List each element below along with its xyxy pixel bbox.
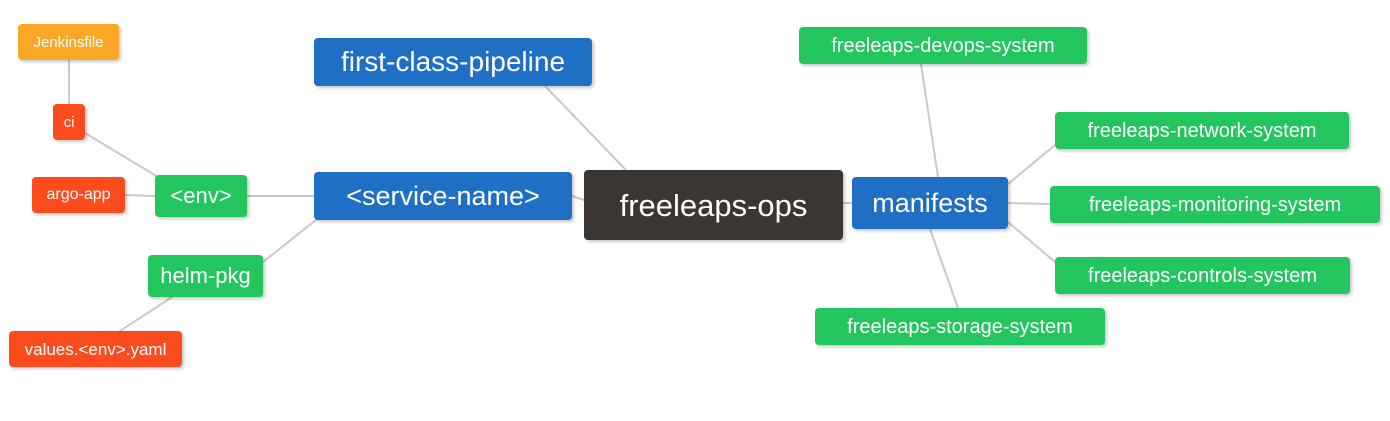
edge-manifests-devops <box>920 63 939 178</box>
edge-pipeline-ops <box>544 85 627 171</box>
edge-manifests-monitoring <box>1007 202 1051 205</box>
node-freeleaps-ops[interactable]: freeleaps-ops <box>584 170 843 240</box>
edge-valuesyaml-helmpkg <box>119 296 173 332</box>
node-helm-pkg[interactable]: helm-pkg <box>148 255 263 297</box>
node-label-network-system: freeleaps-network-system <box>1087 119 1317 142</box>
node-controls-system[interactable]: freeleaps-controls-system <box>1055 257 1350 294</box>
node-service-name[interactable]: <service-name> <box>314 172 572 220</box>
node-label-argo-app: argo-app <box>46 186 111 203</box>
node-label-freeleaps-ops: freeleaps-ops <box>619 187 808 223</box>
node-label-helm-pkg: helm-pkg <box>160 263 251 288</box>
node-storage-system[interactable]: freeleaps-storage-system <box>815 308 1105 345</box>
node-jenkinsfile[interactable]: Jenkinsfile <box>18 24 119 60</box>
edge-servicename-ops <box>571 195 585 201</box>
node-devops-system[interactable]: freeleaps-devops-system <box>799 27 1087 64</box>
edge-manifests-network <box>1007 144 1056 185</box>
node-label-devops-system: freeleaps-devops-system <box>831 34 1055 57</box>
node-label-monitoring-system: freeleaps-monitoring-system <box>1088 193 1342 216</box>
node-label-jenkinsfile: Jenkinsfile <box>33 33 104 51</box>
node-argo-app[interactable]: argo-app <box>32 177 125 213</box>
node-label-values-yaml: values.<env>.yaml <box>24 339 167 359</box>
node-label-env: <env> <box>170 183 232 208</box>
edge-manifests-storage <box>929 228 959 309</box>
node-label-controls-system: freeleaps-controls-system <box>1088 264 1317 287</box>
edge-helmpkg-servicename <box>262 219 317 263</box>
node-first-class-pipeline[interactable]: first-class-pipeline <box>314 38 592 86</box>
edge-manifests-controls <box>1007 221 1056 263</box>
node-label-service-name: <service-name> <box>346 180 540 211</box>
node-values-yaml[interactable]: values.<env>.yaml <box>9 331 182 367</box>
node-label-ci: ci <box>63 113 75 131</box>
edge-ci-env <box>84 132 159 178</box>
edge-argoapp-env <box>124 194 156 197</box>
node-ci[interactable]: ci <box>53 104 85 140</box>
node-monitoring-system[interactable]: freeleaps-monitoring-system <box>1050 186 1380 223</box>
node-network-system[interactable]: freeleaps-network-system <box>1055 112 1349 149</box>
node-label-first-class-pipeline: first-class-pipeline <box>340 46 566 77</box>
node-env[interactable]: <env> <box>155 175 247 217</box>
node-label-storage-system: freeleaps-storage-system <box>847 315 1073 338</box>
node-label-manifests: manifests <box>872 187 988 218</box>
node-manifests[interactable]: manifests <box>852 177 1008 229</box>
